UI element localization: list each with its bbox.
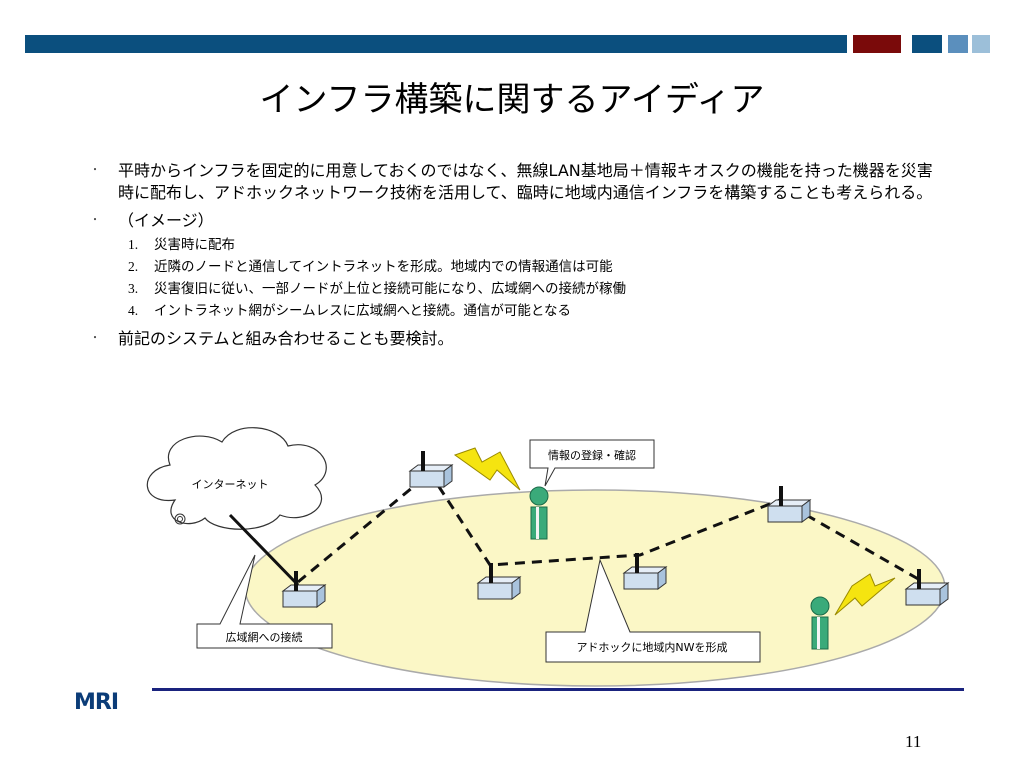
header-square-red [853,35,901,53]
callout-wan-label: 広域網への接続 [226,630,303,644]
node-icon [409,450,453,488]
bullet-text: 前記のシステムと組み合わせることも要検討。 [118,329,454,348]
step-item: 4. イントラネット網がシームレスに広域網へと接続。通信が可能となる [90,300,940,322]
bullet-dot: ・ [90,215,100,226]
node-icon [767,485,811,523]
callout-wan [196,554,333,649]
step-item: 1. 災害時に配布 [90,234,940,256]
footer-line [152,688,964,691]
step-number: 1. [128,237,139,252]
bullet-list: ・ 平時からインフラを固定的に用意しておくのではなく、無線LAN基地局＋情報キオ… [90,160,940,356]
callout-adhoc-label: アドホックに地域内NWを形成 [576,640,727,654]
bullet-item: ・ 前記のシステムと組み合わせることも要検討。 [90,328,940,350]
lightning-icon [834,573,896,616]
header-square-light [972,35,990,53]
callout-info-label: 情報の登録・確認 [548,448,636,462]
cloud-label: インターネット [192,478,269,491]
step-text: イントラネット網がシームレスに広域網へと接続。通信が可能となる [154,303,572,319]
step-text: 災害復旧に従い、一部ノードが上位と接続可能になり、広域網への接続が稼働 [154,281,626,297]
slide-title: インフラ構築に関するアイディア [259,80,765,120]
step-text: 近隣のノードと通信してイントラネットを形成。地域内での情報通信は可能 [154,259,613,275]
header-square-mid [948,35,968,53]
bullet-dot: ・ [90,333,100,344]
lightning-icon [453,447,521,491]
callout-adhoc [545,558,761,663]
bullet-text: （イメージ） [118,211,214,230]
person-icon [810,596,830,650]
step-number: 2. [128,259,139,274]
company-logo: MRI [74,690,119,715]
adhoc-links [297,470,921,584]
step-item: 2. 近隣のノードと通信してイントラネットを形成。地域内での情報通信は可能 [90,256,940,278]
person-icon [529,486,549,540]
wan-link [228,513,300,587]
bullet-item: ・ （イメージ） [90,210,940,232]
step-item: 3. 災害復旧に従い、一部ノードが上位と接続可能になり、広域網への接続が稼働 [90,278,940,300]
bullet-dot: ・ [90,165,100,176]
step-number: 4. [128,303,139,318]
bullet-text: 平時からインフラを固定的に用意しておくのではなく、無線LAN基地局＋情報キオスク… [118,161,933,202]
step-number: 3. [128,281,139,296]
internet-cloud [146,427,327,530]
bullet-item: ・ 平時からインフラを固定的に用意しておくのではなく、無線LAN基地局＋情報キオ… [90,160,940,204]
header-bar [25,35,847,53]
callout-info [529,439,655,487]
header-square-blue [912,35,942,53]
page-number: 11 [905,732,922,751]
step-text: 災害時に配布 [154,237,235,253]
